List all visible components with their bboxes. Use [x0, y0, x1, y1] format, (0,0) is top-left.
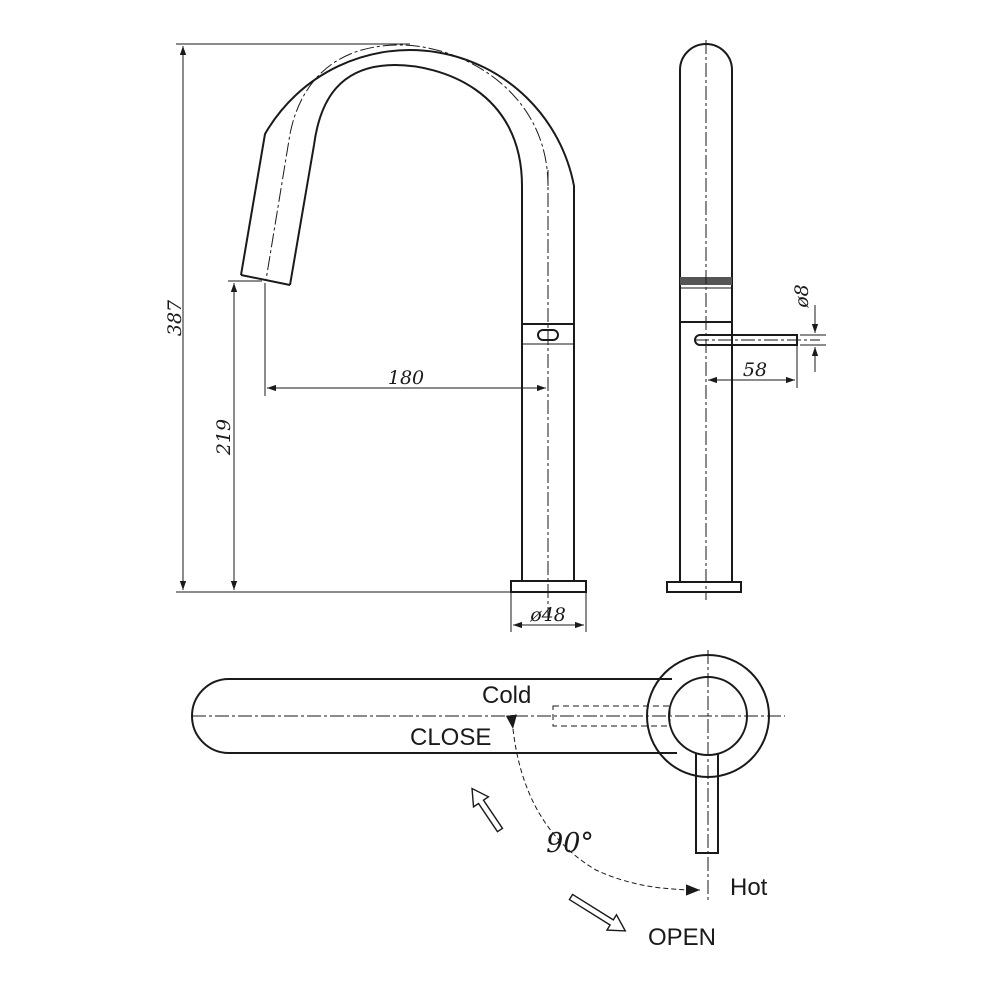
hot-label: Hot — [730, 874, 768, 901]
dim-58-text: 58 — [743, 359, 767, 381]
dim-8-text: ø8 — [791, 284, 813, 309]
close-direction-arrow — [471, 787, 504, 833]
plan-body-hidden — [671, 676, 709, 702]
front-spout-tip — [240, 274, 291, 286]
front-spout-outer — [240, 49, 575, 324]
front-spout-centerline — [265, 44, 549, 281]
plan-angle-text: 90° — [546, 828, 594, 859]
side-lever — [694, 334, 798, 346]
front-spout-inner — [289, 63, 523, 324]
side-view: 58 ø8 — [666, 40, 826, 600]
dim-219-text: 219 — [213, 419, 235, 456]
plan-view: 90° Cold CLOSE Hot OPEN — [191, 650, 785, 951]
open-label: OPEN — [648, 924, 716, 951]
dim-387-text: 387 — [164, 299, 186, 336]
front-view: 387 219 180 ø48 — [164, 43, 587, 632]
cold-label: Cold — [482, 682, 531, 709]
plan-lever-hot — [695, 753, 719, 854]
dim-180-text: 180 — [388, 367, 424, 389]
close-label: CLOSE — [410, 724, 491, 751]
open-direction-arrow — [568, 893, 627, 932]
plan-rotation-arc — [505, 714, 701, 896]
dim-48-text: ø48 — [529, 604, 566, 626]
side-base-plate — [666, 581, 742, 593]
